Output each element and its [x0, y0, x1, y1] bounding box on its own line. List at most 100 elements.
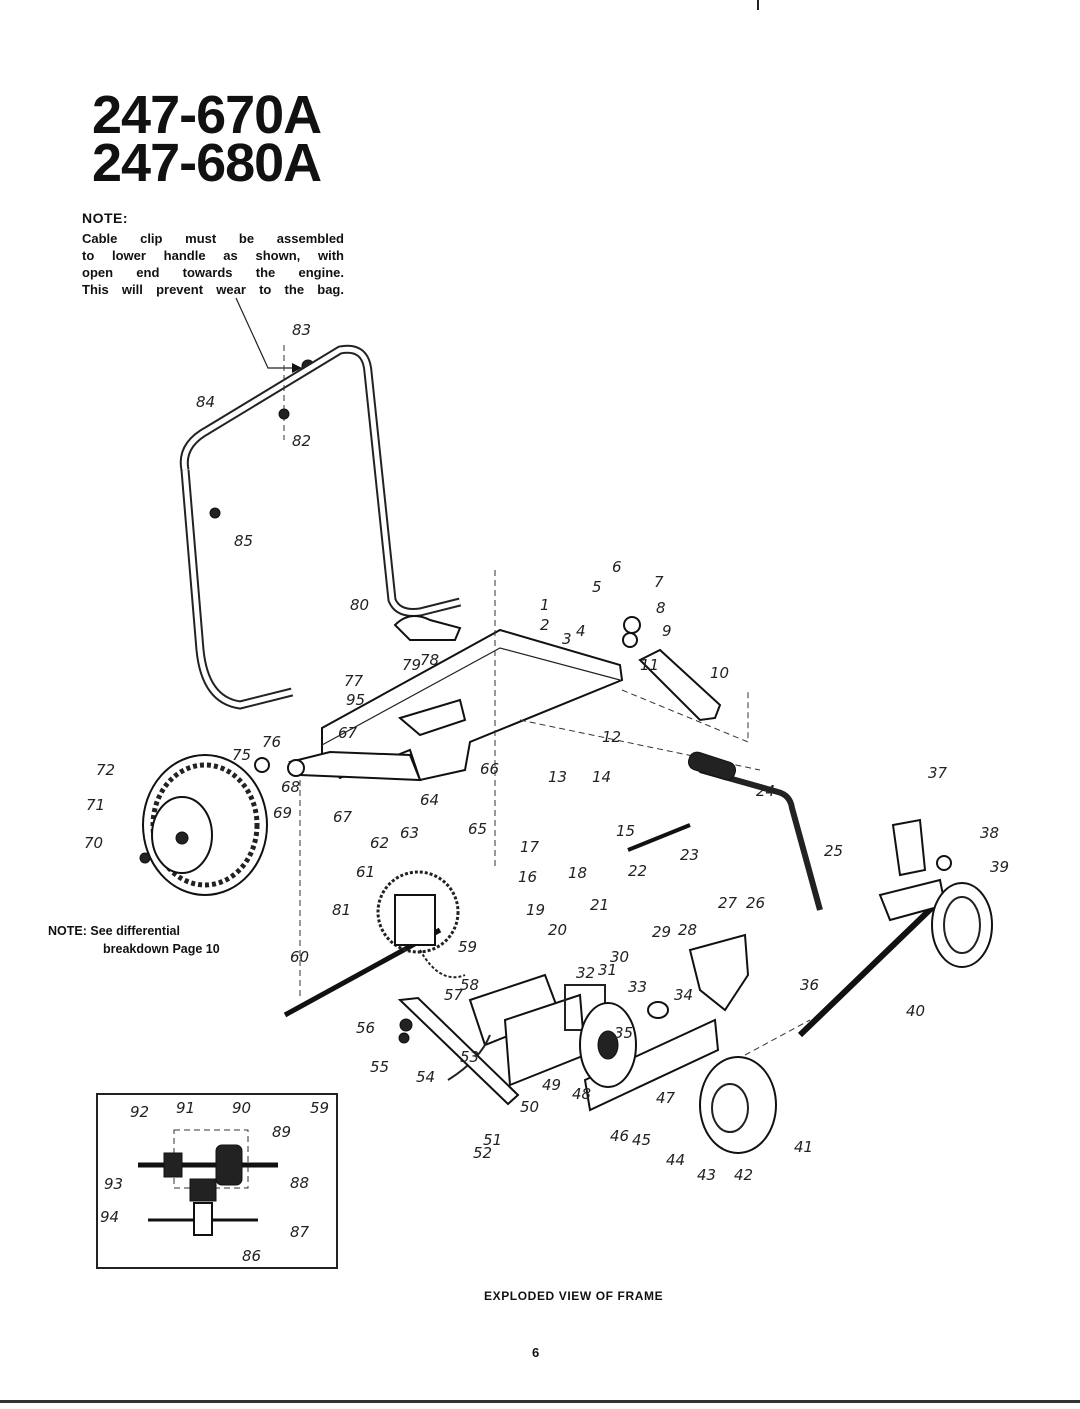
differential-note-line: NOTE: See differential: [48, 924, 180, 938]
part-number: 64: [420, 791, 439, 809]
part-number: 66: [480, 760, 499, 778]
wheel-rim: [711, 1083, 749, 1133]
guide-line: [621, 689, 749, 743]
part-number: 79: [402, 656, 421, 674]
part-number: 71: [86, 796, 105, 814]
inset-bevel: [189, 1178, 217, 1202]
part-number: 78: [420, 651, 439, 669]
part-number: 32: [576, 964, 595, 982]
part-number: 20: [548, 921, 567, 939]
note-pointer-line: [235, 297, 302, 369]
note-line: This will prevent wear to the bag.: [82, 282, 344, 297]
part-number: 39: [990, 858, 1009, 876]
washer: [622, 632, 638, 648]
part-number: 5: [592, 578, 602, 596]
part-number: 33: [628, 978, 647, 996]
washer: [647, 1001, 669, 1019]
part-number: 52: [473, 1144, 492, 1162]
nut: [398, 1032, 410, 1044]
part-number: 8: [656, 599, 666, 617]
part-number: 3: [562, 630, 572, 648]
part-number: 30: [610, 948, 629, 966]
nut: [278, 408, 290, 420]
handle-bracket: [393, 615, 462, 641]
bushing: [287, 759, 305, 777]
pulley: [623, 616, 641, 634]
control-arm: [638, 648, 722, 722]
part-number: 16: [518, 868, 537, 886]
note-body: Cable clip must be assembled to lower ha…: [82, 230, 344, 298]
part-number: 62: [370, 834, 389, 852]
frame-edge: [321, 647, 621, 746]
part-number: 27: [718, 894, 738, 912]
figure-caption: EXPLODED VIEW OF FRAME: [484, 1289, 664, 1303]
part-number: 92: [130, 1103, 149, 1121]
nut: [209, 507, 221, 519]
part-number: 72: [96, 761, 115, 779]
part-number: 81: [332, 901, 351, 919]
part-number: 87: [290, 1223, 310, 1241]
part-number: 6: [612, 558, 622, 576]
shift-lever: [699, 767, 823, 911]
front-axle: [797, 897, 943, 1038]
part-number: 24: [756, 782, 775, 800]
chain: [419, 949, 466, 979]
frame-arm: [288, 750, 422, 782]
part-number: 59: [458, 938, 477, 956]
part-number: 40: [906, 1002, 925, 1020]
part-number: 86: [242, 1247, 261, 1265]
part-number: 58: [460, 976, 479, 994]
guide-line: [744, 1019, 811, 1056]
part-number: 68: [281, 778, 300, 796]
part-number: 55: [370, 1058, 389, 1076]
part-number: 59: [310, 1099, 329, 1117]
part-number: 94: [100, 1208, 119, 1226]
part-number: 77: [344, 672, 364, 690]
part-number: 48: [572, 1085, 591, 1103]
part-number: 38: [980, 824, 999, 842]
part-number: 93: [104, 1175, 123, 1193]
differential-inset: 92 91 90 59 89 93 88 94 87 86: [96, 1093, 338, 1269]
front-left-wheel: [699, 1056, 777, 1154]
side-bracket: [891, 818, 927, 877]
lower-handle-inner: [182, 469, 293, 708]
part-number: 2: [540, 616, 550, 634]
part-labels: 83 84 82 85 80 1 2 79 78 77 95 67 76 75 …: [84, 321, 1009, 1184]
part-number: 70: [84, 834, 103, 852]
part-number: 45: [632, 1131, 651, 1149]
page-bottom-rule: [0, 1400, 1080, 1403]
model-number: 247-680A: [92, 133, 322, 193]
rod: [627, 823, 691, 852]
wheel-rim: [943, 896, 981, 954]
part-number: 34: [674, 986, 693, 1004]
part-number: 12: [602, 728, 621, 746]
part-number: 7: [654, 573, 664, 591]
part-number: 53: [460, 1048, 479, 1066]
part-number: 15: [616, 822, 635, 840]
inset-gear: [215, 1144, 243, 1186]
part-number: 13: [548, 768, 567, 786]
part-number: 91: [176, 1099, 195, 1117]
upper-handle: [179, 344, 462, 617]
part-number: 17: [520, 838, 540, 856]
part-number: 61: [356, 863, 375, 881]
bolt: [139, 852, 151, 864]
part-number: 1: [540, 596, 550, 614]
part-number: 31: [598, 961, 617, 979]
note-line: Cable clip must be assembled: [82, 231, 344, 246]
part-number: 21: [590, 896, 609, 914]
part-number: 60: [290, 948, 309, 966]
part-number: 84: [196, 393, 215, 411]
part-number: 85: [234, 532, 253, 550]
lever-grip: [687, 751, 737, 781]
pulley-hub: [597, 1030, 619, 1060]
washer: [936, 855, 952, 871]
inset-diagram: 92 91 90 59 89 93 88 94 87 86: [100, 1099, 329, 1265]
crop-mark: [757, 0, 759, 10]
part-number: 65: [468, 820, 487, 838]
differential-note-line: breakdown Page 10: [103, 942, 220, 956]
part-number: 82: [292, 432, 311, 450]
lower-plate: [583, 1018, 720, 1112]
